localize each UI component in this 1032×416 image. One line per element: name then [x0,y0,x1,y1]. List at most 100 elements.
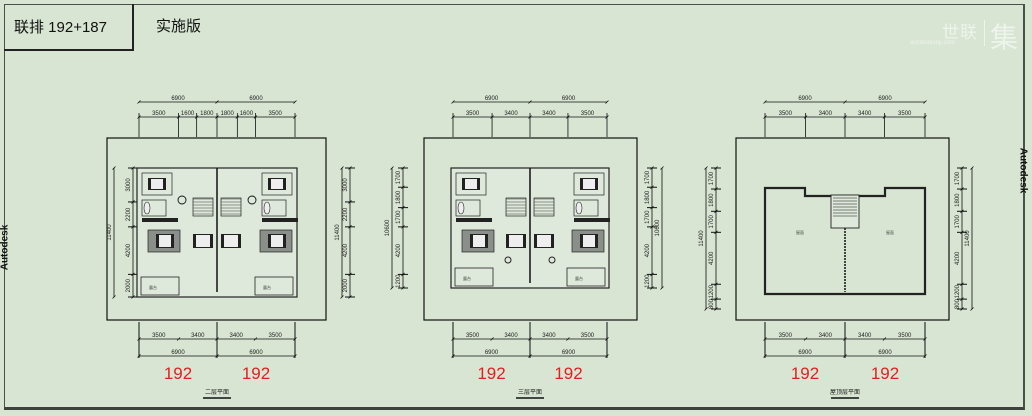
plan-caption: 屋顶层平面 [830,389,860,396]
top_totals-dim-value: 6900 [562,96,576,102]
vertical-dim-value: 3000 [343,178,349,192]
dim-tick [451,100,455,104]
bottom_segments-dim-value: 3400 [230,333,244,339]
axis-marker-a [177,195,187,205]
left-total-dim: 11400 [107,224,113,241]
bathtub-icon [263,201,271,215]
bottom_segments-dim-value: 3400 [542,333,556,339]
bathroom [261,199,287,217]
sheet-title: 联排 192+187 [14,19,107,36]
dim-tick [215,100,219,104]
watermark-divider [984,20,985,46]
vertical-dim-value: 4200 [396,243,402,257]
right-total-dim: 11400 [335,224,341,241]
axis-marker-a [247,195,257,205]
bathroom [573,199,599,217]
terrace-label: 露台 [463,275,471,281]
dim-tick [490,337,494,341]
top_totals-dim-value: 6900 [249,96,263,102]
bottom_segments-dim-value: 3400 [819,333,833,339]
dim-tick [112,295,116,299]
bottom_totals-dim-value: 6900 [485,350,499,356]
vertical-dim-value: 4200 [955,251,961,265]
vertical-dim-value: 4200 [126,243,132,257]
top_segments-dim-value: 3500 [269,111,283,117]
vertical-dim-value: 1800 [955,193,961,207]
vertical-dim-value: 1800 [645,190,651,204]
right-total-dim: 10600 [655,219,661,236]
dim-tick [112,166,116,170]
dim-tick [293,100,297,104]
vertical-dim-value: 4200 [709,251,715,265]
top_segments-dim-value: 1600 [240,111,254,117]
bed-sheet [224,235,238,247]
top_segments-dim-value: 1800 [200,111,214,117]
bed-sheet [271,235,283,247]
watermark-big: 集 [990,22,1019,53]
vertical-dim-value: 1200 [645,274,651,288]
bottom_segments-dim-value: 3500 [898,333,912,339]
version-label: 实施版 [156,18,202,35]
wardrobe [262,218,298,222]
top_segments-dim-value: 3500 [581,111,595,117]
plan-caption: 二层平面 [205,389,229,396]
vertical-dim-value: 1200 [396,274,402,288]
dim-tick [843,100,847,104]
bed-sheet [159,235,171,247]
bottom_segments-dim-value: 3500 [269,333,283,339]
bottom_segments-dim-value: 3500 [152,333,166,339]
building-outline: 屋面屋面 [763,186,927,296]
dim-tick [704,166,708,170]
vertical-dim-value: 1700 [396,170,402,184]
top_segments-dim-value: 3400 [858,111,872,117]
bed-sheet [151,179,163,189]
bathroom [455,199,481,217]
terrace [254,276,294,296]
wardrobe [456,218,492,222]
vertical-dim-value: 1200 [709,284,715,298]
right-total-dim: 11400 [965,230,971,247]
bottom_segments-dim-value: 3400 [858,333,872,339]
stair [533,197,555,217]
vertical-dim-value: 1700 [955,171,961,185]
terrace [566,267,606,287]
top_segments-dim-value: 1800 [220,111,234,117]
terrace-label: 露台 [149,284,157,290]
bed-sheet [196,235,210,247]
vertical-dim-value: 1700 [709,214,715,228]
plan-frame [106,137,327,321]
vertical-dim-value: 1200 [955,284,961,298]
bedroom [141,172,173,196]
unit-label-left: 192 [791,364,819,383]
dim-tick [390,286,394,290]
dim-tick [660,166,664,170]
stair-tower [830,194,860,229]
bed-sheet [473,235,485,247]
top_segments-dim-value: 3500 [779,111,793,117]
vertical-dim-value: 4200 [645,243,651,257]
drawing-sheet-border [4,4,1025,410]
terrace [454,267,494,287]
dim-tick [253,337,258,341]
vertical-dim-value: 2000 [343,278,349,292]
roof-label: 屋面 [796,229,804,235]
vertical-dim-value: 1700 [709,171,715,185]
plan-frame [423,137,638,321]
unit-label-left: 192 [477,364,505,383]
stair [505,197,527,217]
top_segments-dim-value: 3500 [466,111,480,117]
dim-tick [176,337,181,341]
top_totals-dim-value: 6900 [171,96,185,102]
bathtub-icon [575,201,583,215]
dim-tick [923,100,927,104]
dim-tick [605,100,609,104]
terrace-label: 露台 [575,275,583,281]
top_segments-dim-value: 3400 [504,111,518,117]
roof-inner [766,189,924,293]
unit-label-right: 192 [242,364,270,383]
table-icon [504,256,512,264]
vertical-dim-value: 1700 [645,210,651,224]
dim-tick [763,100,767,104]
stair [192,197,214,217]
